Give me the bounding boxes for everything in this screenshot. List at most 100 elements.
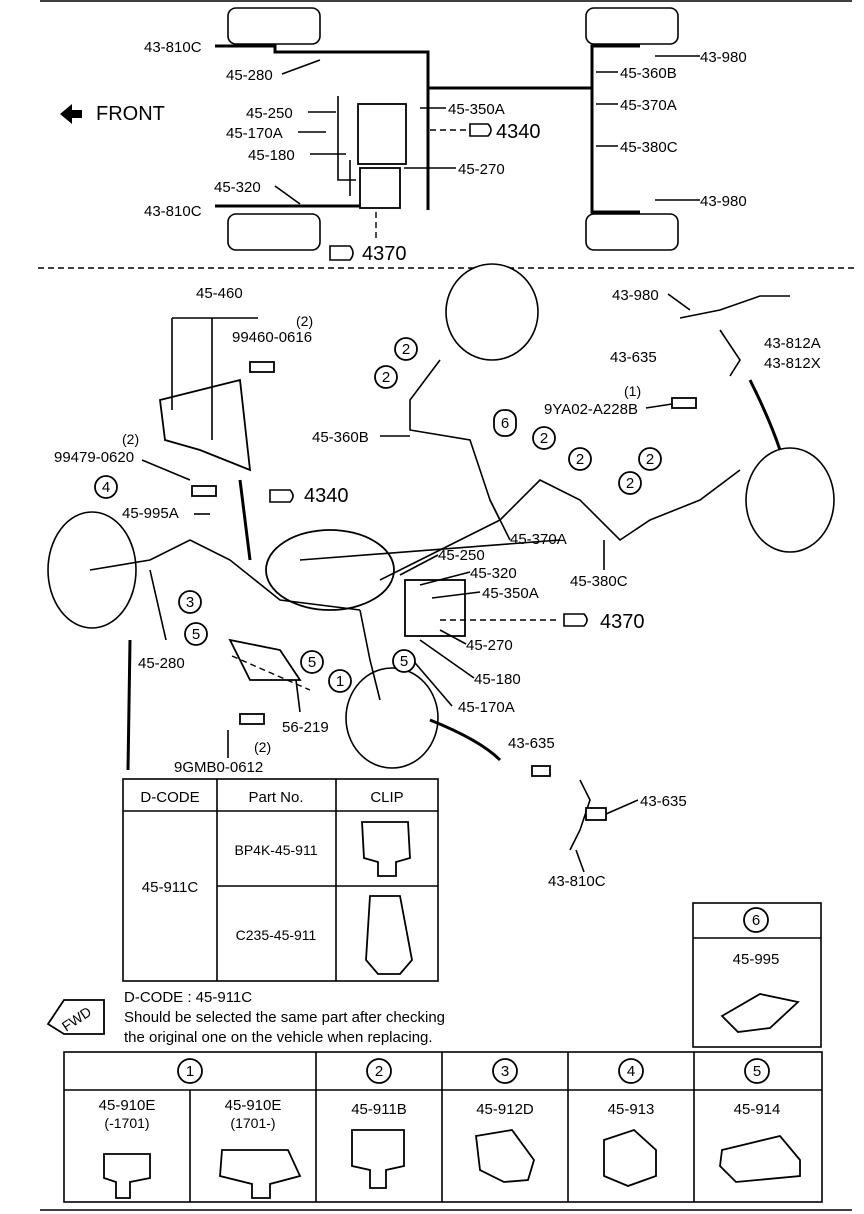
label: 43-812X (764, 355, 821, 372)
callout-circle (392, 649, 416, 673)
callout-circle (568, 447, 592, 471)
wheel-rear-right (745, 447, 835, 553)
line-45-170a (359, 609, 381, 701)
label: 45-170A (458, 699, 515, 716)
callout-number: 3 (186, 594, 194, 611)
part-number: C235-45-911 (236, 927, 317, 943)
label: 43-812A (764, 335, 821, 352)
callout-circle (328, 669, 352, 693)
hand-pointer-icon (563, 613, 588, 627)
fwd-arrow-icon (46, 999, 105, 1035)
label: 99460-0616 (232, 329, 312, 346)
clip-45-914-icon (719, 1134, 801, 1183)
sensor-wire (126, 639, 132, 771)
label: 45-370A (510, 531, 567, 548)
label: 45-380C (620, 139, 678, 156)
label: 45-350A (482, 585, 539, 602)
bolt (191, 485, 217, 497)
table-header: D-CODE (140, 789, 199, 806)
label: 43-810C (144, 39, 202, 56)
label: 45-380C (570, 573, 628, 590)
front-label: FRONT (96, 103, 165, 125)
rear-right-tire (585, 213, 679, 251)
callout-circle (300, 650, 324, 674)
clip-c235-icon (365, 895, 413, 975)
dcode-table (122, 778, 439, 982)
wheel-front-right (345, 667, 439, 769)
label: 45-250 (438, 547, 485, 564)
part-number: 45-913 (608, 1101, 655, 1118)
callout-number: 5 (308, 654, 316, 671)
callout-circle (394, 337, 418, 361)
label: 45-360B (312, 429, 369, 446)
clip-table (63, 1051, 823, 1203)
callout-number: 1 (336, 673, 344, 690)
callout-number: 2 (382, 369, 390, 386)
line-front-right (428, 44, 640, 90)
line-inner-1 (337, 96, 356, 181)
callout-number: 2 (540, 430, 548, 447)
exploded-illustration (47, 263, 835, 873)
hydraulic-unit (404, 579, 466, 637)
bolt (671, 397, 697, 409)
wheel-rear-left (445, 263, 539, 361)
ref-label: 4340 (304, 485, 349, 507)
clip (585, 807, 607, 821)
front-left-tire (227, 7, 321, 45)
label: 45-270 (458, 161, 505, 178)
label: 43-980 (612, 287, 659, 304)
callout-circle (184, 622, 208, 646)
label: 43-810C (548, 873, 606, 890)
label: 45-320 (470, 565, 517, 582)
note-line: the original one on the vehicle when rep… (124, 1029, 433, 1046)
label: 45-180 (248, 147, 295, 164)
qty: (2) (254, 739, 271, 755)
callout-circle (374, 365, 398, 389)
label: 43-635 (610, 349, 657, 366)
hand-pointer-icon (469, 123, 492, 137)
callout-circle (94, 475, 118, 499)
clip-bp4k-icon (361, 821, 411, 877)
label: 43-635 (640, 793, 687, 810)
label: 45-170A (226, 125, 283, 142)
bracket (159, 378, 252, 472)
line-45-360b (379, 359, 502, 581)
label: 45-280 (226, 67, 273, 84)
master-cylinder (357, 103, 407, 165)
part-number: 45-912D (476, 1101, 534, 1118)
line-45-380c (499, 469, 741, 542)
label: 9GMB0-0612 (174, 759, 263, 776)
part-number: 45-995 (733, 951, 780, 968)
part-number: 45-910E (99, 1097, 156, 1114)
callout-number: 2 (576, 451, 584, 468)
group-number: 4 (627, 1063, 635, 1080)
label: 45-360B (620, 65, 677, 82)
label: 43-980 (700, 193, 747, 210)
qty: (1) (624, 383, 641, 399)
callout-number: 2 (626, 475, 634, 492)
label: 45-995A (122, 505, 179, 522)
bolt (249, 361, 275, 373)
table-header: Part No. (248, 789, 303, 806)
label: 43-810C (144, 203, 202, 220)
hand-pointer-icon (269, 489, 294, 503)
hydraulic-unit (359, 167, 401, 209)
bracket-43-812 (719, 329, 741, 377)
clip-plate (228, 638, 302, 681)
sensor-wire (429, 718, 502, 762)
label: 45-270 (466, 637, 513, 654)
table-header: CLIP (370, 789, 403, 806)
note-line: D-CODE : 45-911C (124, 989, 252, 1006)
clip-45-995-icon (720, 993, 800, 1033)
bolt (239, 713, 265, 725)
callout-number: 6 (501, 415, 509, 432)
callout-circle (618, 471, 642, 495)
callout-circle (638, 447, 662, 471)
line-45-280 (89, 539, 361, 611)
hand-pointer-icon (329, 245, 354, 261)
part-number: 45-914 (734, 1101, 781, 1118)
label: 45-280 (138, 655, 185, 672)
callout-number: 5 (192, 626, 200, 643)
